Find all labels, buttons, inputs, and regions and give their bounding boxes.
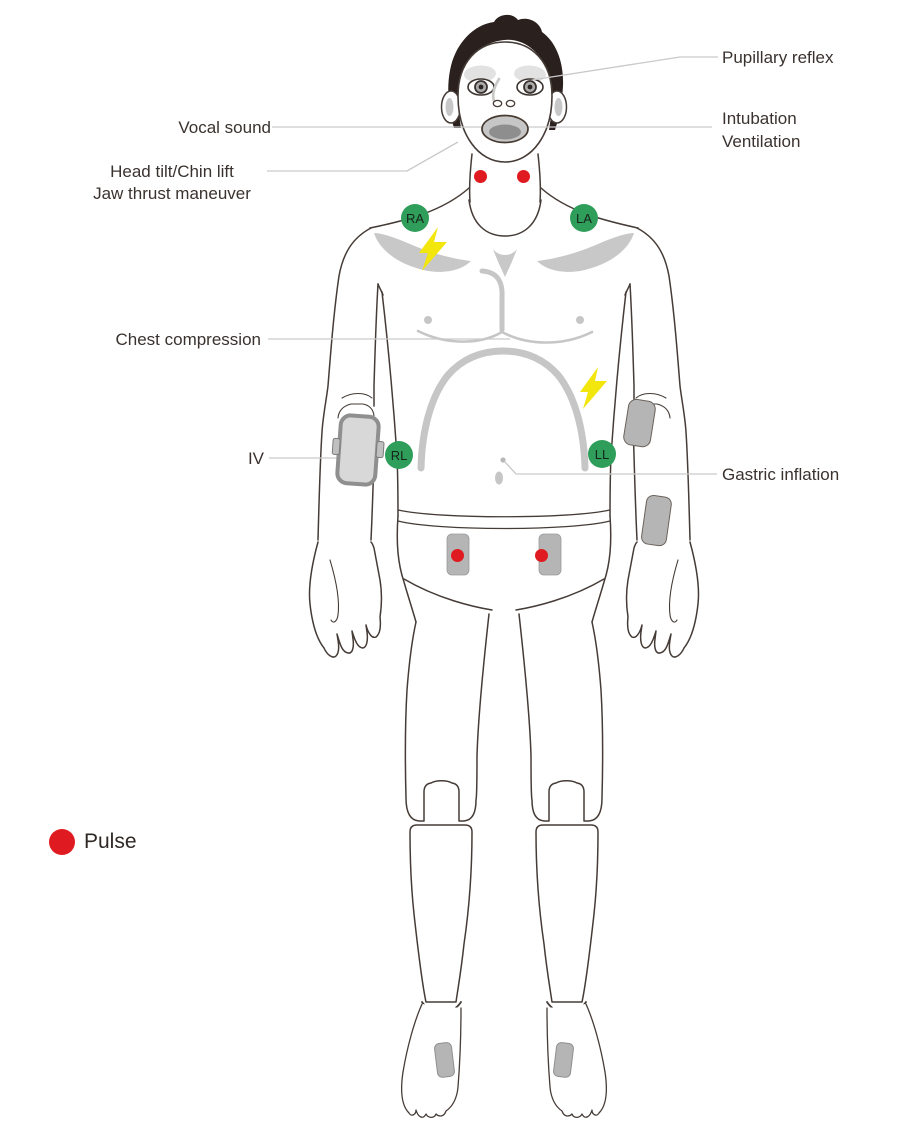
leader-gastric-inflation [504, 461, 717, 475]
electrode-label: RA [405, 210, 425, 226]
label-chest-compression: Chest compression [115, 330, 261, 349]
defibrillation-bolt-icon [419, 227, 447, 271]
leader-pupillary-reflex [531, 56, 718, 81]
face [457, 41, 553, 163]
electrode-label: RL [390, 447, 408, 463]
ecg-electrode-ll: LL [588, 440, 616, 468]
carotid-pulse-point-left [474, 170, 487, 183]
pulse-legend-dot-icon [49, 829, 75, 855]
ecg-electrode-ra: RA [401, 204, 429, 232]
label-vocal-sound: Vocal sound [178, 118, 271, 137]
carotid-pulse-point-right [517, 170, 530, 183]
mouth [481, 114, 529, 144]
label-jaw-thrust-maneuver: Jaw thrust maneuver [93, 184, 251, 203]
ecg-electrode-rl: RL [385, 441, 413, 469]
femoral-pulse-point-right [535, 549, 548, 562]
chest-shading [416, 249, 594, 485]
elbow-pad [623, 398, 656, 448]
pulse-legend: Pulse [49, 829, 137, 855]
iv-cuff [331, 413, 385, 487]
label-gastric-inflation: Gastric inflation [722, 465, 840, 484]
navel [495, 471, 503, 485]
electrode-label: LL [594, 446, 610, 462]
label-head-tilt-chin-lift: Head tilt/Chin lift [110, 162, 234, 181]
right-eye-icon [516, 78, 544, 96]
hair [448, 14, 564, 130]
forearm-pad [641, 494, 672, 547]
left-eye-icon [467, 78, 495, 96]
electrode-label: LA [576, 210, 592, 226]
label-pupillary-reflex: Pupillary reflex [722, 48, 834, 67]
defibrillation-bolt-icon [580, 367, 607, 409]
label-iv: IV [247, 449, 264, 468]
label-ventilation: Ventilation [722, 132, 801, 151]
leader-head-tilt [267, 141, 459, 172]
label-intubation: Intubation [722, 109, 797, 128]
ecg-electrode-la: LA [570, 204, 598, 232]
pulse-legend-label: Pulse [84, 830, 137, 853]
face-features [464, 65, 546, 108]
femoral-pulse-point-left [451, 549, 464, 562]
